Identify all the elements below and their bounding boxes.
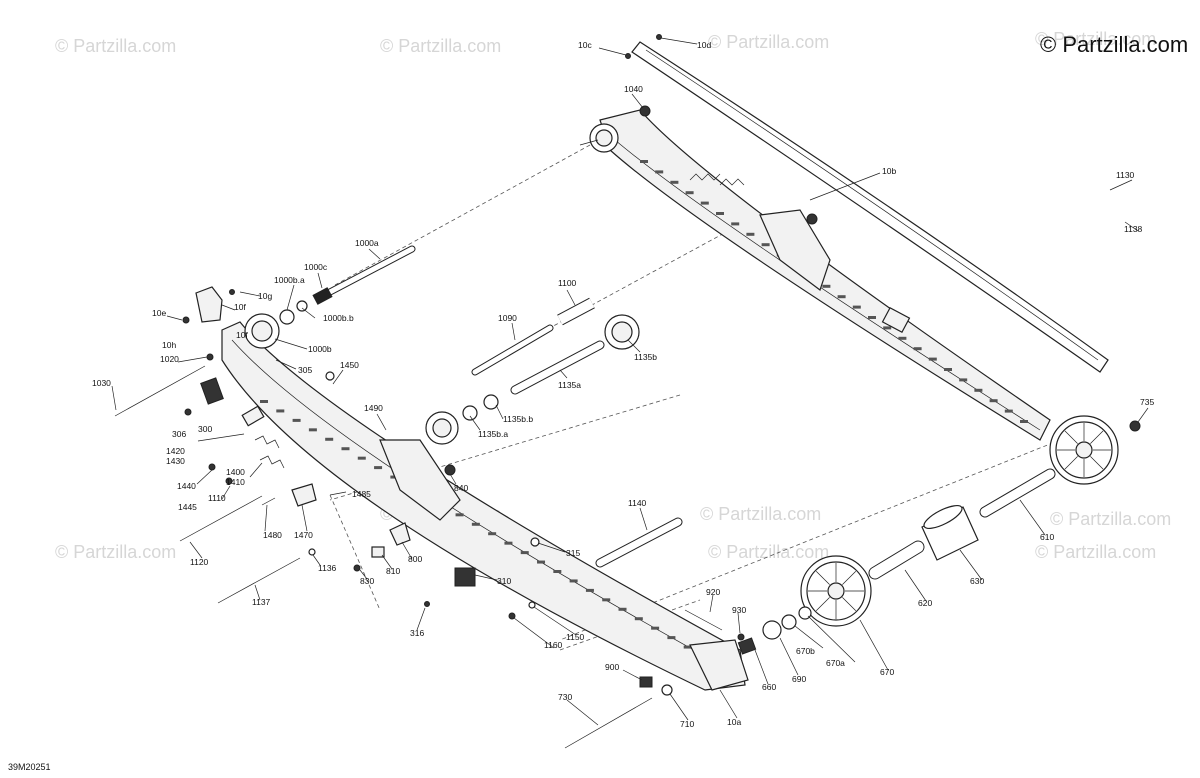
alignment-lines: [329, 144, 1061, 651]
callout-label: 10c: [578, 40, 592, 50]
callout-label: 1440: [177, 481, 196, 491]
callout-label: 1040: [624, 84, 643, 94]
callout-label: 1445: [178, 502, 197, 512]
watermark-text: © Partzilla.com: [1050, 509, 1171, 529]
callout-label: 10d: [697, 40, 711, 50]
callout-label: 1000b: [308, 344, 332, 354]
callout-label: 10f: [234, 302, 246, 312]
callout-label: 735: [1140, 397, 1154, 407]
callout-label: 660: [762, 682, 776, 692]
callout-label: 1137: [252, 597, 271, 607]
watermark-text: © Partzilla.com: [1035, 29, 1156, 49]
callout-label: 830: [360, 576, 374, 586]
callout-label: 10g: [258, 291, 272, 301]
callout-label: 1030: [92, 378, 111, 388]
small-hardware: [182, 34, 1141, 696]
callout-label: 690: [792, 674, 806, 684]
rail-10b: [631, 41, 1109, 373]
callout-label: 1135a: [558, 380, 581, 390]
callout-label: 630: [970, 576, 984, 586]
callout-label: 1150: [566, 632, 585, 642]
callout-label: 710: [680, 719, 694, 729]
left-side-rail: [221, 321, 749, 691]
callout-label: 840: [454, 483, 468, 493]
callout-label: 10b: [882, 166, 896, 176]
callout-label: 1000a: [355, 238, 379, 248]
callout-label: 310: [497, 576, 511, 586]
callout-label: 1138: [1124, 224, 1143, 234]
watermark-text: © Partzilla.com: [708, 542, 829, 562]
callout-label: 1430: [166, 456, 185, 466]
watermark-text: © Partzilla.com: [380, 36, 501, 56]
watermark-layer: © Partzilla.com © Partzilla.com © Partzill…: [55, 29, 1171, 562]
callout-label: 1140: [628, 498, 647, 508]
callout-label: 670a: [826, 658, 845, 668]
callout-label: 316: [410, 628, 424, 638]
callout-label: 1160: [544, 640, 563, 650]
watermark-text: © Partzilla.com: [55, 36, 176, 56]
callout-label: 930: [732, 605, 746, 615]
callout-label: 1450: [340, 360, 359, 370]
callout-label: 1100: [558, 278, 577, 288]
watermark-text: © Partzilla.com: [55, 542, 176, 562]
watermark-text: © Partzilla.com: [708, 32, 829, 52]
callout-label: 670: [880, 667, 894, 677]
callout-label: 315: [566, 548, 580, 558]
callout-label: 1020: [160, 354, 179, 364]
diagram-id: 39M20251: [8, 762, 51, 772]
watermark-text: © Partzilla.com: [1035, 542, 1156, 562]
callout-label: 1480: [263, 530, 282, 540]
callout-label: 1485: [352, 489, 371, 499]
callout-label: 1410: [226, 477, 245, 487]
callout-label: 730: [558, 692, 572, 702]
callout-label: 10h: [162, 340, 176, 350]
callout-label: 10a: [727, 717, 741, 727]
callout-label: 1120: [190, 557, 209, 567]
callout-label: 1000b.b: [323, 313, 354, 323]
callout-label: 1135b: [634, 352, 657, 362]
callout-label: 1490: [364, 403, 383, 413]
copyright-text: © Partzilla.com: [1040, 32, 1188, 57]
callout-label: 1420: [166, 446, 185, 456]
callout-label: 1400: [226, 467, 245, 477]
callout-label: 920: [706, 587, 720, 597]
callout-label: 305: [298, 365, 312, 375]
callout-label: 10f: [236, 330, 248, 340]
callout-label: 810: [386, 566, 400, 576]
callout-label: 620: [918, 598, 932, 608]
callout-label: 1090: [498, 313, 517, 323]
callout-label: 1000c: [304, 262, 328, 272]
callout-label: 300: [198, 424, 212, 434]
callout-label: 1470: [294, 530, 313, 540]
callout-label: 1110: [208, 493, 226, 503]
shafts: [114, 245, 1056, 749]
callout-label: 900: [605, 662, 619, 672]
callout-label: 1130: [1116, 170, 1135, 180]
callout-label: 800: [408, 554, 422, 564]
leader-lines: [111, 37, 1149, 726]
callout-label: 1135b.a: [478, 429, 508, 439]
right-side-rail: [579, 109, 1119, 485]
callout-label: 1136: [318, 563, 337, 573]
callout-label: 1000b.a: [274, 275, 305, 285]
wheels: [244, 300, 872, 640]
callout-label: 1135b.b: [503, 414, 533, 424]
watermark-text: © Partzilla.com: [700, 504, 821, 524]
callout-label: 306: [172, 429, 186, 439]
callout-label: 10e: [152, 308, 166, 318]
callout-label: 670b: [796, 646, 815, 656]
callout-label: 610: [1040, 532, 1054, 542]
